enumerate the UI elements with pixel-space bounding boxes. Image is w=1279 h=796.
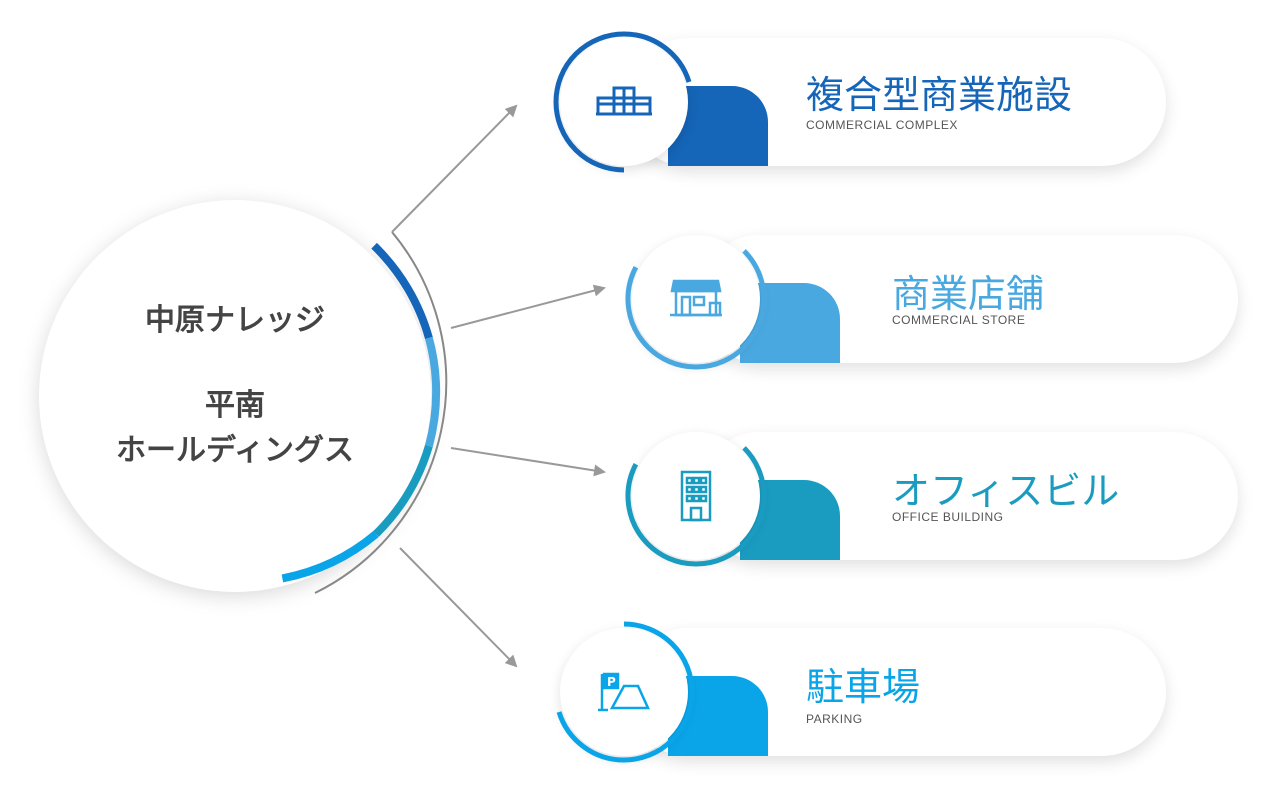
card-subtitle: COMMERCIAL COMPLEX bbox=[806, 118, 958, 132]
card-office-building: オフィスビル OFFICE BUILDING bbox=[625, 425, 1242, 567]
card-disc bbox=[625, 228, 767, 370]
card-title: 駐車場 bbox=[806, 665, 921, 709]
card-commercial-complex: 複合型商業施設 COMMERCIAL COMPLEX bbox=[553, 31, 1170, 173]
arrow-4 bbox=[399, 547, 518, 668]
center-arc-4 bbox=[281, 530, 379, 583]
card-parking: P 駐車場 PARKING bbox=[553, 621, 1170, 763]
center-arc-3 bbox=[373, 444, 433, 537]
center-company-1: 中原ナレッジ bbox=[145, 303, 325, 338]
store-icon bbox=[670, 279, 722, 317]
card-commercial-store: 商業店舗 COMMERCIAL STORE bbox=[625, 228, 1242, 370]
center-company-2-line2: ホールディングス bbox=[116, 433, 354, 468]
card-disc bbox=[625, 425, 767, 567]
card-disc: P bbox=[553, 621, 695, 763]
card-title: 複合型商業施設 bbox=[806, 73, 1073, 117]
arrow-1 bbox=[391, 104, 518, 233]
arrow-3 bbox=[450, 447, 606, 477]
office-building-icon bbox=[680, 470, 712, 522]
card-title: オフィスビル bbox=[892, 469, 1120, 513]
center-arc-1 bbox=[371, 242, 433, 340]
card-subtitle: OFFICE BUILDING bbox=[892, 510, 1004, 524]
card-subtitle: COMMERCIAL STORE bbox=[892, 313, 1026, 327]
card-title: 商業店舗 bbox=[892, 272, 1045, 316]
center-arc-2 bbox=[425, 336, 441, 448]
mall-icon bbox=[596, 86, 652, 116]
arrow-2 bbox=[450, 284, 606, 329]
center-company-2-line1: 平南 bbox=[205, 388, 265, 423]
center-circle bbox=[39, 200, 431, 592]
parking-icon: P bbox=[598, 672, 650, 712]
outer-thin-arc bbox=[314, 231, 448, 594]
card-disc bbox=[553, 31, 695, 173]
svg-text:P: P bbox=[607, 675, 616, 689]
card-subtitle: PARKING bbox=[806, 712, 863, 726]
